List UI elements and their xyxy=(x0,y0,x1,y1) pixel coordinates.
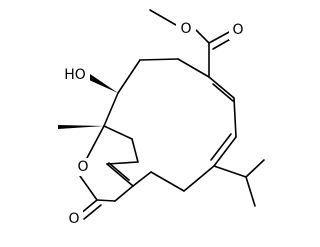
bond-lactone-co-b xyxy=(83,204,102,220)
macrocycle-bonds xyxy=(106,58,237,202)
label-bg-lactone-co xyxy=(65,210,83,228)
bond-alkene-2a xyxy=(213,136,237,167)
bond-ch2-ch2 xyxy=(150,171,185,192)
bond-carbonyl-c-double-o-a xyxy=(208,30,232,44)
bond-lactone-c-alkene xyxy=(96,199,116,202)
stereo-bonds xyxy=(58,74,118,129)
bond-c3-c4 xyxy=(117,59,141,94)
bond-c-isopropyl-ring xyxy=(183,165,215,192)
bond-alkene-1a xyxy=(208,76,235,99)
bond-alkene-3a xyxy=(106,163,134,187)
wedge-bond-hydroxyl xyxy=(89,74,118,93)
bond-ch2-alkene3 xyxy=(132,171,152,187)
chemical-structure-diagram: O O HO O O xyxy=(58,9,265,228)
atom-label-ester-carbonyl-o: O xyxy=(232,22,243,38)
bond-quaternary-ring-o xyxy=(86,125,105,159)
bond-alkene-2b xyxy=(210,133,232,161)
isopropyl-group xyxy=(213,159,265,207)
bicyclic-bonds xyxy=(79,92,139,220)
bond-ether-o-to-carbonyl-c xyxy=(195,29,210,44)
atom-labels: O O HO O O xyxy=(60,21,247,228)
atom-label-hydroxyl: HO xyxy=(64,67,86,83)
bond-methoxy-methyl xyxy=(149,9,177,26)
bond-c2-c3 xyxy=(139,58,179,61)
bond-isopropyl-me2 xyxy=(245,176,256,207)
label-bg-ester-co xyxy=(229,24,247,40)
bond-alkene-1b xyxy=(212,83,234,102)
bond-isopropyl-me1 xyxy=(245,159,265,178)
bond-alkene-1-to-2 xyxy=(233,97,237,138)
bond-bridge1-bridge2 xyxy=(131,138,139,163)
bond-ring-o-lactone-c xyxy=(79,175,98,201)
bond-c1-c2 xyxy=(177,58,210,78)
bond-alkene-3b xyxy=(108,162,130,181)
label-bg-ho xyxy=(60,67,90,83)
atom-label-ester-ether-o: O xyxy=(180,21,191,37)
bond-quaternary-bridge1 xyxy=(103,125,133,140)
label-bg-ring-o xyxy=(74,158,92,176)
atom-label-lactone-carbonyl-o: O xyxy=(68,211,79,227)
bond-alkene3-lactone-c xyxy=(114,185,134,202)
label-bg-ester-o xyxy=(176,22,196,38)
bond-bridge2-alkene xyxy=(106,161,139,165)
wedge-bond-methyl xyxy=(58,125,104,129)
bond-c4-quaternary xyxy=(103,92,119,127)
bond-isopropyl-ch xyxy=(213,165,247,178)
atom-label-lactone-ring-o: O xyxy=(77,159,88,175)
